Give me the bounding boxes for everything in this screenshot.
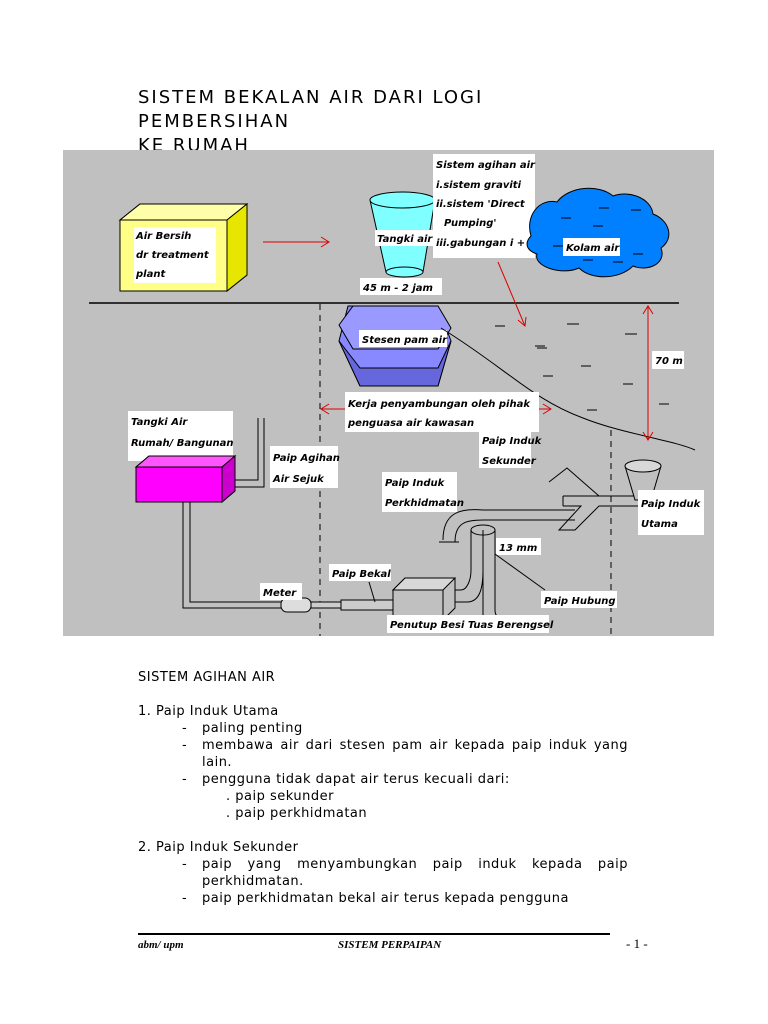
pump-station: Stesen pam air — [338, 305, 452, 387]
label-kolam-air: Kolam air — [566, 243, 620, 254]
water-tower: Tangki air — [369, 191, 436, 278]
main-pipe — [548, 467, 670, 531]
label-kerja: Kerja penyambungan oleh pihak penguasa a… — [347, 399, 534, 429]
label-meter: Meter — [263, 588, 297, 599]
footer-left: abm/ upm — [138, 939, 184, 951]
label-70m: 70 m — [655, 356, 683, 367]
label-paip-hubung: Paip Hubung — [544, 596, 616, 607]
item-1-bullet: -paling penting — [182, 721, 303, 736]
item-1-bullet: -pengguna tidak dapat air terus kecuali … — [182, 772, 510, 787]
house-tank — [134, 454, 237, 504]
label-45m: 45 m - 2 jam — [362, 283, 433, 294]
item-1-bullet: -membawa air dari stesen pam air kepada … — [182, 738, 628, 770]
item-1-sub: . paip sekunder — [226, 789, 334, 804]
label-stesen-pam: Stesen pam air — [362, 335, 448, 346]
page-title: SISTEM BEKALAN AIR DARI LOGI PEMBERSIHAN… — [138, 86, 638, 158]
svg-text:Air Bersih dr treatment: Air Bersih dr treatment plant — [135, 231, 212, 280]
footer-center: SISTEM PERPAIPAN — [338, 939, 442, 951]
label-paip-perkhidmatan: Paip Induk Perkhidmatan — [385, 478, 464, 509]
item-1-title: 1. Paip Induk Utama — [138, 704, 279, 719]
item-2-title: 2. Paip Induk Sekunder — [138, 840, 299, 855]
title-line-1: SISTEM BEKALAN AIR DARI LOGI PEMBERSIHAN — [138, 87, 484, 132]
label-air-bersih: Air Bersih — [135, 231, 191, 242]
page-number: - 1 - — [626, 936, 648, 951]
label-tangki-rumah: Tangki Air Rumah/ Bangunan — [131, 417, 233, 449]
label-treatment: dr treatment — [136, 250, 210, 261]
footer: abm/ upm SISTEM PERPAIPAN — [138, 933, 610, 951]
label-penutup: Penutup Besi Tuas Berengsel — [390, 620, 554, 631]
valve-box — [391, 577, 457, 621]
label-sistem-agihan: Sistem agihan air i.sistem graviti ii.si… — [436, 160, 538, 249]
treatment-plant-box: Air Bersih dr treatment plant — [118, 202, 249, 293]
pond: Kolam air — [526, 187, 670, 278]
label-paip-bekal: Paip Bekal — [332, 569, 391, 580]
water-supply-diagram: Air Bersih dr treatment plant Tangki air… — [63, 150, 714, 636]
label-tangki-air: Tangki air — [377, 234, 433, 245]
distribution-section: SISTEM AGIHAN AIR 1. Paip Induk Utama -p… — [138, 669, 628, 907]
item-2-bullet: -paip perkhidmatan bekal air terus kepad… — [182, 891, 569, 906]
item-1-sub: . paip perkhidmatan — [226, 806, 368, 821]
label-plant: plant — [135, 269, 166, 280]
item-2-bullet: -paip yang menyambungkan paip induk kepa… — [182, 857, 628, 889]
label-paip-agihan: Paip Agihan Air Sejuk — [272, 453, 343, 485]
label-paip-utama: Paip Induk Utama — [641, 499, 704, 530]
section-heading: SISTEM AGIHAN AIR — [138, 670, 276, 685]
label-paip-sekunder: Paip Induk Sekunder — [482, 436, 545, 467]
label-13mm: 13 mm — [499, 543, 537, 554]
